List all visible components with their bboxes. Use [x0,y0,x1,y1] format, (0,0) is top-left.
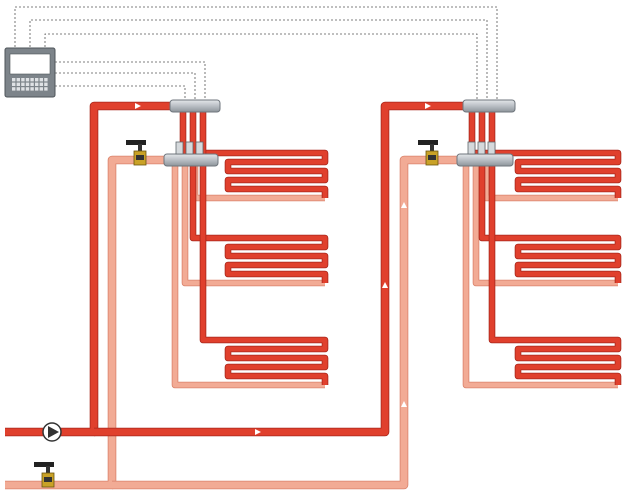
return-pipe [483,160,618,201]
controller-unit-icon [4,47,56,98]
valve-handle [126,140,146,145]
return-pipe [473,160,618,286]
controller-key [25,78,30,82]
actuator-head [487,141,496,155]
flow-direction-arrow-icon [401,401,407,407]
return-manifold [163,153,219,167]
controller-key [16,87,20,91]
controller-key [12,82,16,86]
floor-heating-loops [179,110,622,385]
controller-key [39,82,43,86]
controller-key [25,82,30,86]
control-wire [55,85,186,103]
flow-direction-arrow-icon [382,282,388,288]
supply-pipe [190,110,328,283]
controller-key [44,87,48,91]
flow-direction-arrow-icon [425,103,431,109]
flow-direction-arrow-icon [255,429,261,435]
actuator-head [175,141,184,155]
actuator-head [477,141,486,155]
controller-key [30,87,34,91]
circulation-pump-icon [42,422,62,442]
controller-key [25,87,30,91]
controller-key [30,78,34,82]
supply-pipe [180,110,328,198]
valve-window [136,155,144,160]
supply-pipe [479,110,621,283]
controller-key [39,87,43,91]
controller-key [12,87,16,91]
return-pipe [463,160,618,388]
supply-pipe [469,110,621,198]
return-pipe [172,160,325,388]
control-wire [55,61,206,103]
valve-handle [418,140,438,145]
valve-stem [46,466,50,473]
return-manifold [456,153,514,167]
control-wire [29,19,488,103]
valve-window [428,155,436,160]
supply-pipe [200,110,328,385]
supply-manifold [462,99,516,113]
valve-handle [34,462,54,467]
supply-pipe [5,102,178,436]
valve-stem [138,144,142,151]
controller-key [21,87,25,91]
flow-direction-arrow-icon [135,103,141,109]
controller-key [21,82,25,86]
controller-key [35,78,39,82]
supply-manifold [169,99,221,113]
mixing-valve-icon [126,140,147,166]
control-wire [14,6,498,103]
actuator-head [195,141,204,155]
flow-direction-arrow-icon [401,202,407,208]
controller-key [35,82,39,86]
mixing-valve-icon [418,140,439,166]
mixing-valve-icon [34,462,55,488]
actuator-head [467,141,476,155]
controller-key [16,82,20,86]
controller-key [21,78,25,82]
flow-arrows [135,103,431,435]
manifolds [163,99,516,167]
valve-stem [430,144,434,151]
controller-key [12,78,16,82]
controller-key [44,78,48,82]
controller-keypad [12,78,48,91]
controller-key [44,82,48,86]
valves [34,140,439,488]
supply-pipe [489,110,621,385]
controller-key [16,78,20,82]
controller-key [39,78,43,82]
actuator-head [185,141,194,155]
control-wire [44,33,478,103]
controller-key [30,82,34,86]
return-pipe [182,160,325,286]
control-wiring [14,6,498,103]
control-wire [55,72,196,103]
controller-key [35,87,39,91]
valve-window [44,477,52,482]
